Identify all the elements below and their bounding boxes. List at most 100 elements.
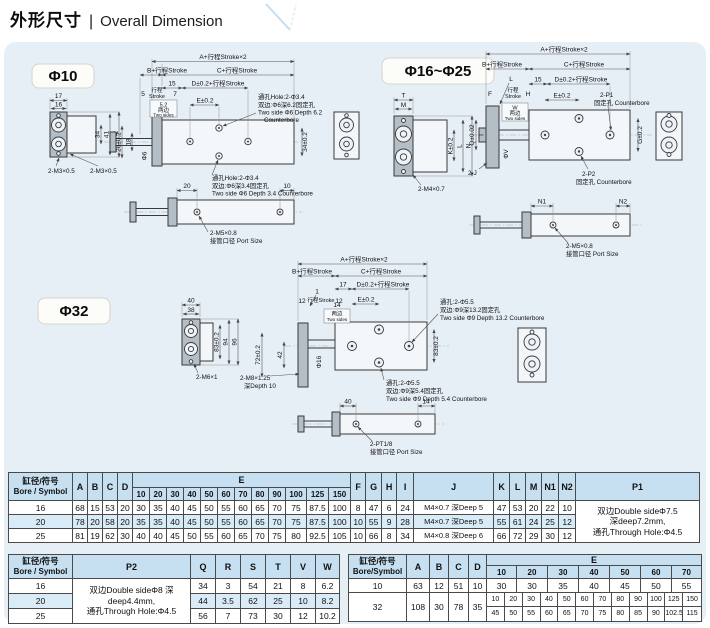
size-badge-label: Φ16~Φ25 xyxy=(405,63,472,80)
table-cell: 45 xyxy=(166,528,184,543)
table-cell: 81 xyxy=(72,528,88,543)
table-cell: 30 xyxy=(429,592,449,622)
callout-label: 双边:Φ9深5.4固定孔 xyxy=(386,386,444,395)
dim-label: 10 xyxy=(283,183,291,190)
table-cell: 65 xyxy=(251,500,269,515)
table-cell: 70 xyxy=(268,500,286,515)
stroke-header: 10 xyxy=(132,487,150,501)
table-cell: 78 xyxy=(448,592,469,622)
dim-label: 5 xyxy=(141,91,145,98)
dim-label: B+行程Stroke xyxy=(292,267,332,276)
dim-label: L xyxy=(457,144,464,148)
phi10-bottom-view: 20 10 2-M5×0.8 接管口径 Port Size xyxy=(124,183,302,245)
column-header: I xyxy=(396,472,415,501)
table-cell: 10 xyxy=(290,593,316,609)
table-cell: 68 xyxy=(72,500,88,515)
column-header: M xyxy=(525,472,543,501)
table-cell: 85 xyxy=(630,607,648,621)
table-cell: 35 xyxy=(149,514,167,529)
table-cell: 20 xyxy=(87,514,103,529)
dim-label: F xyxy=(488,91,492,98)
table-cell: 30 xyxy=(522,593,541,607)
table-cell: 70 xyxy=(576,607,594,621)
table-cell: 65 xyxy=(558,607,577,621)
table-cell: 10 xyxy=(558,500,577,515)
size-badge xyxy=(31,63,95,89)
table-cell: 45 xyxy=(488,607,505,621)
phi32-end-view-right xyxy=(517,327,547,383)
bore-cell: 16 xyxy=(8,578,73,594)
table-cell: 40 xyxy=(132,528,150,543)
port-label: 接管口径 Port Size xyxy=(370,447,423,456)
table-cell: 3.5 xyxy=(215,593,241,609)
port-label: 2-M5×0.8 xyxy=(566,243,593,250)
column-header: V xyxy=(290,554,316,579)
page-title: 外形尺寸|Overall Dimension xyxy=(10,6,223,31)
stroke-value-grid: 10 20 30 40 50 60 70 80 90 100 125 150 4… xyxy=(486,592,702,622)
stroke-header: 80 xyxy=(251,487,269,501)
size-badge xyxy=(381,57,495,85)
dim-label: 14 xyxy=(422,399,430,406)
dim-label: 两边 xyxy=(158,106,170,114)
dim-label: E±0.2 xyxy=(197,98,214,105)
column-header: B xyxy=(87,472,103,501)
thread-label: 2-M3×0.5 xyxy=(48,168,75,175)
table-cell: 10 xyxy=(487,593,505,607)
stroke-header: 70 xyxy=(234,487,252,501)
table-cell: 50 xyxy=(183,528,201,543)
table-cell: 12 xyxy=(290,608,316,624)
dim-label: C+行程Stroke xyxy=(564,60,605,69)
dim-label: A+行程Stroke×2 xyxy=(199,52,247,61)
table-cell: 51 xyxy=(448,578,469,593)
dim-label: 20 xyxy=(183,183,191,190)
dim-label: 42 xyxy=(277,351,284,359)
callout-label: 固定孔 Counterbore xyxy=(576,177,632,186)
column-header: C xyxy=(102,472,118,501)
table-cell: 45 xyxy=(183,514,201,529)
dim-label: Φ16 xyxy=(316,355,323,368)
table-cell: 78 xyxy=(72,514,88,529)
size-badge-label: Φ32 xyxy=(60,303,89,320)
stroke-header: 100 xyxy=(285,487,307,501)
dim-label: 7 xyxy=(173,91,177,98)
stroke-header: 50 xyxy=(200,487,218,501)
dim-label: I xyxy=(479,134,486,136)
table-cell: 75 xyxy=(285,500,307,515)
dim-label: 40 xyxy=(187,298,195,305)
column-header: W xyxy=(315,554,340,579)
dim-label: Two sides xyxy=(505,116,526,121)
callout-label: 双边:Φ6深6.2固定孔 xyxy=(258,100,316,109)
table-cell: 60 xyxy=(234,514,252,529)
table-cell: 50 xyxy=(505,607,523,621)
callout-label: 2-P1 xyxy=(600,92,614,99)
dim-label: 5.2 xyxy=(160,103,168,109)
table-cell: 55 xyxy=(671,578,702,593)
thread-label: 2-M6×1 xyxy=(196,374,218,381)
callout-label: 通孔Hole:2-Φ3.4 xyxy=(212,173,259,182)
table-cell: 12 xyxy=(429,578,449,593)
stroke-header: 125 xyxy=(306,487,329,501)
table-cell: 63 xyxy=(406,578,430,593)
bore-cell: 25 xyxy=(8,608,73,624)
dim-label: 15 xyxy=(534,77,542,84)
callout-label: Two side Φ6 Depth 3.4 Counterbore xyxy=(212,191,313,198)
column-header: L xyxy=(509,472,527,501)
stroke-header: 60 xyxy=(217,487,235,501)
port-label: 接管口径 Port Size xyxy=(566,249,619,258)
dim-label: 72±0.2 xyxy=(255,345,262,365)
table-cell: 44 xyxy=(190,593,216,609)
table-cell: 75 xyxy=(285,514,307,529)
table-cell: 55 xyxy=(217,500,235,515)
dim-label: H xyxy=(526,91,531,98)
dim-label: 1 xyxy=(315,289,319,296)
phi32-drawing: Φ32 40 38 83±0.2 94 96 xyxy=(37,255,547,456)
dim-label: 12 xyxy=(298,298,306,305)
table-cell: 55 xyxy=(493,514,511,529)
table-cell: 20 xyxy=(117,514,133,529)
column-header-e: E xyxy=(486,554,702,566)
table-row: 10 63 12 51 10 30 30 35 40 45 50 55 xyxy=(348,578,702,593)
